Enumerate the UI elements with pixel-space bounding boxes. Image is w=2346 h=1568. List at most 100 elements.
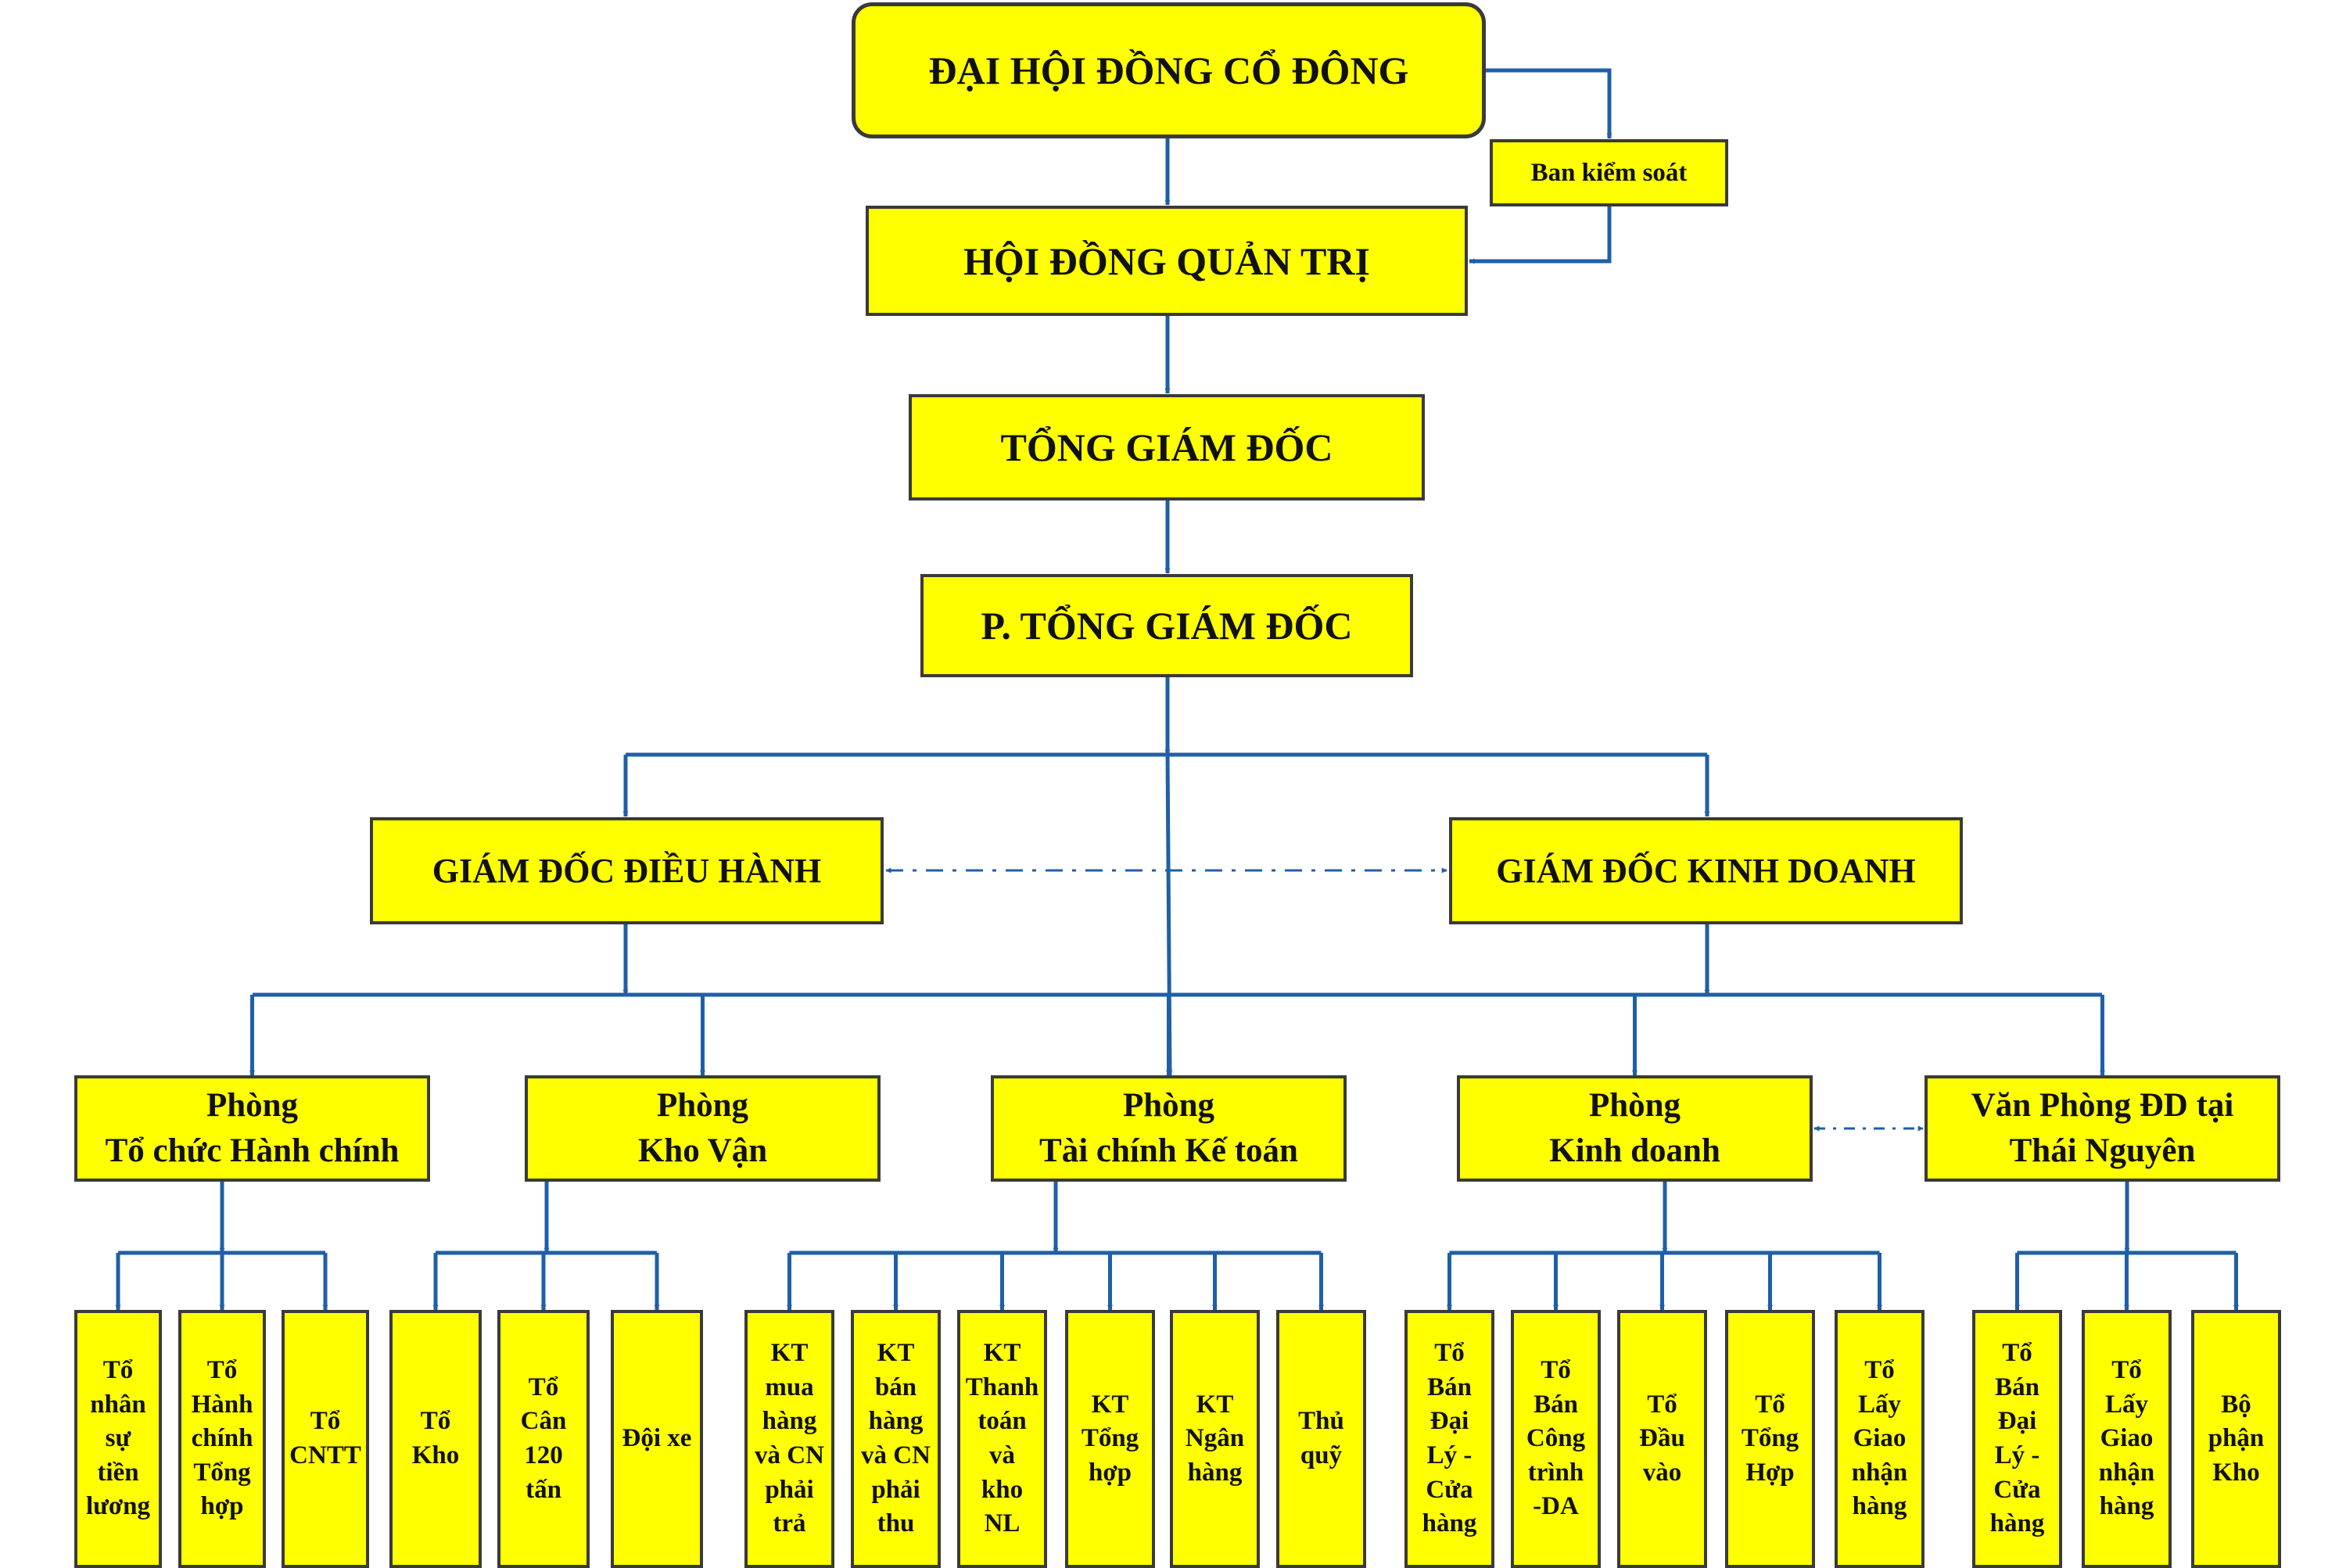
unit-label-line: toán [978, 1407, 1027, 1436]
unit-label-line: Cửa [1993, 1475, 2041, 1504]
board-label: HỘI ĐỒNG QUẢN TRỊ [963, 239, 1370, 283]
unit-label-line: tấn [526, 1475, 561, 1504]
unit-label-line: Đội xe [622, 1424, 692, 1453]
unit-label-line: hợp [1089, 1458, 1132, 1487]
unit-label-line: phải [765, 1475, 814, 1504]
department-label-line: Kinh doanh [1549, 1132, 1720, 1169]
unit-label-line: mua [765, 1372, 814, 1401]
unit-label-line: CNTT [289, 1441, 361, 1469]
unit-label-line: hàng [868, 1407, 924, 1436]
unit-label-line: và [989, 1441, 1015, 1469]
unit-label-line: hàng [762, 1407, 817, 1436]
shareholders-label: ĐẠI HỘI ĐỒNG CỔ ĐÔNG [928, 48, 1409, 92]
unit-label-line: Bán [1995, 1372, 2039, 1401]
unit-label-line: Bán [1534, 1390, 1578, 1419]
unit-label-line: Tổng [193, 1458, 251, 1487]
ceo-box: TỔNG GIÁM ĐỐC [909, 394, 1425, 501]
unit-label-line: Tổ [1541, 1356, 1571, 1385]
ops-director-label: GIÁM ĐỐC ĐIỀU HÀNH [432, 852, 822, 890]
ceo-label: TỔNG GIÁM ĐỐC [1000, 425, 1333, 469]
unit-label-line: Giao [2100, 1424, 2154, 1453]
unit-label-line: sự [105, 1424, 131, 1453]
supervisory-box: Ban kiểm soát [1490, 139, 1728, 206]
arrow-shareholders-supervisory [1486, 68, 1612, 139]
board-box: HỘI ĐỒNG QUẢN TRỊ [866, 206, 1468, 316]
unit-label-line: Hợp [1745, 1458, 1795, 1487]
unit-label-line: hàng [1852, 1492, 1907, 1521]
unit-label-line: Tổ [102, 1356, 134, 1385]
unit-label-line: Tổ [2111, 1356, 2142, 1385]
department-label-line: Kho Vận [637, 1132, 768, 1169]
unit-label-line: Lý - [1426, 1441, 1473, 1469]
unit-label-line: Tổ [310, 1407, 341, 1436]
unit-label-line: hàng [1187, 1458, 1243, 1487]
unit-label-line: Tổ [528, 1372, 559, 1401]
unit-label-line: Cửa [1426, 1475, 1473, 1504]
unit-label-line: và CN [861, 1441, 931, 1469]
unit-label-line: hợp [200, 1492, 244, 1521]
deputy-ceo-box: P. TỔNG GIÁM ĐỐC [920, 574, 1413, 677]
unit-label-line: Tổ [206, 1356, 238, 1385]
supervisory-label: Ban kiểm soát [1530, 158, 1688, 187]
unit-label-line: -DA [1533, 1492, 1579, 1521]
unit-label-line: và CN [755, 1441, 824, 1469]
unit-label-line: Cân [520, 1407, 567, 1436]
unit-label-line: Hành [191, 1390, 253, 1419]
unit-label-line: Lấy [2104, 1390, 2148, 1419]
unit-label-line: nhận [1851, 1458, 1908, 1487]
unit-label-line: Bộ [2221, 1390, 2251, 1419]
unit-label-line: Tổ [1864, 1356, 1895, 1385]
department-label-line: Văn Phòng ĐD tại [1971, 1086, 2234, 1124]
unit-label-line: NL [984, 1509, 1021, 1538]
unit-box: Đội xe [611, 1310, 703, 1568]
unit-box: KT Ngân hàng [1170, 1310, 1260, 1568]
arrow-supervisory-board [1469, 206, 1612, 264]
unit-label-line: Tổ [2002, 1339, 2032, 1368]
unit-label-line: KT [1091, 1390, 1129, 1419]
unit-label-line: trả [773, 1509, 806, 1538]
unit-label-line: nhân [90, 1390, 146, 1419]
sales-director-label: GIÁM ĐỐC KINH DOANH [1496, 852, 1916, 890]
unit-label-line: Thanh [965, 1372, 1039, 1401]
unit-label-line: chính [191, 1424, 253, 1453]
ops-director-box: GIÁM ĐỐC ĐIỀU HÀNH [370, 817, 884, 924]
unit-label-line: KT [1196, 1390, 1234, 1419]
unit-label-line: Kho [2212, 1458, 2260, 1487]
unit-label-line: nhận [2098, 1458, 2155, 1487]
unit-label-line: 120 [524, 1441, 563, 1469]
unit-label-line: lương [85, 1492, 151, 1521]
unit-label-line: Tổ [1647, 1390, 1677, 1419]
unit-label-line: phải [871, 1475, 920, 1504]
unit-label-line: KT [983, 1339, 1021, 1368]
unit-label-line: Lý - [1994, 1441, 2040, 1469]
unit-label-line: Ngân [1185, 1424, 1245, 1453]
department-label-line: Tổ chức Hành chính [105, 1132, 400, 1169]
sales-director-box: GIÁM ĐỐC KINH DOANH [1449, 817, 1963, 924]
unit-label-line: hàng [2099, 1492, 2154, 1521]
department-label-line: Phòng [1122, 1086, 1215, 1124]
unit-label-line: Bán [1427, 1372, 1472, 1401]
unit-label-line: Đại [1429, 1407, 1469, 1436]
unit-label-line: KT [877, 1339, 915, 1368]
department-label-line: Tài chính Kế toán [1039, 1132, 1298, 1169]
